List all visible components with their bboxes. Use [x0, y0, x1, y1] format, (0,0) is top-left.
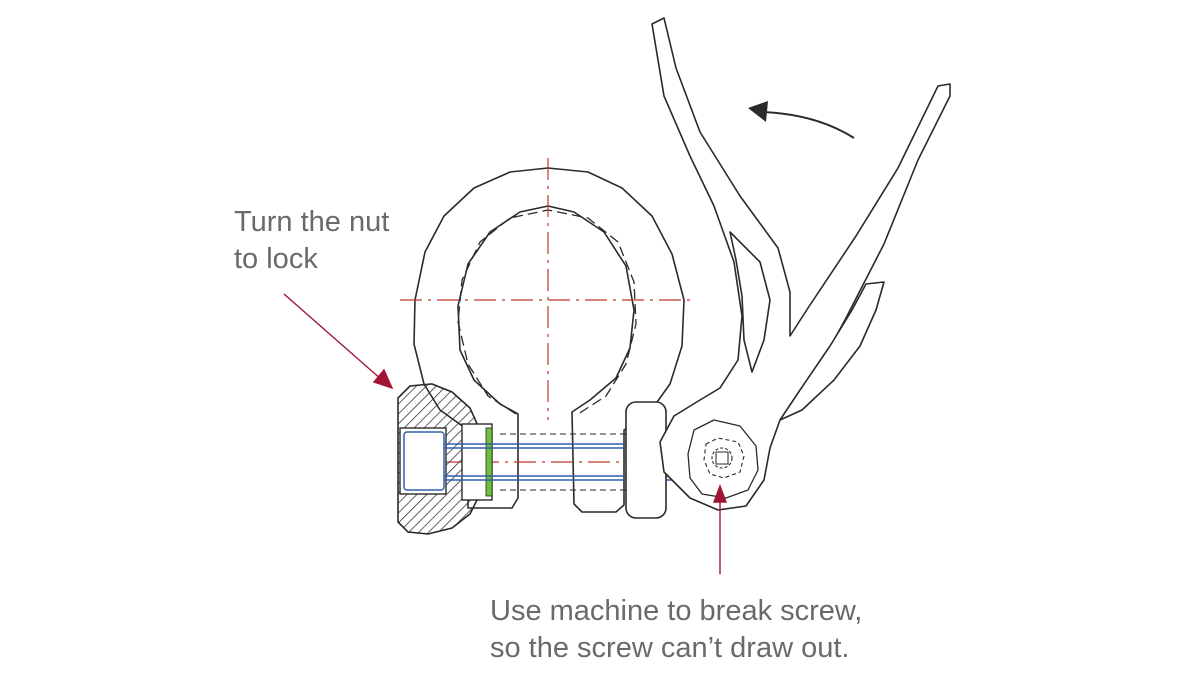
leader-lines: [283, 293, 728, 574]
nut-callout-line-1: Turn the nut: [234, 206, 390, 238]
broken-screw-head: [703, 437, 745, 479]
nut-bore: [399, 427, 447, 495]
nut-callout-line-2: to lock: [234, 243, 318, 275]
lock-nut: [397, 383, 479, 535]
nut-leader-line: [283, 293, 383, 381]
washer: [461, 423, 493, 501]
quick-release-lever: [651, 17, 951, 511]
lever-slot-upper: [729, 231, 771, 373]
cam-washer: [625, 401, 667, 519]
screw-break-callout: Use machine to break screw, so the screw…: [490, 593, 862, 667]
lever-cam-head: [687, 419, 759, 499]
nut-leader-arrow: [372, 368, 394, 390]
nut-lock-callout: Turn the nut to lock: [234, 204, 389, 278]
rotation-arrow: [748, 101, 855, 139]
screw-leader-arrow: [712, 484, 728, 503]
screw-callout-line-2: so the screw can’t draw out.: [490, 632, 850, 664]
screw-callout-line-1: Use machine to break screw,: [490, 595, 863, 627]
lever-slot-lower: [779, 281, 885, 421]
